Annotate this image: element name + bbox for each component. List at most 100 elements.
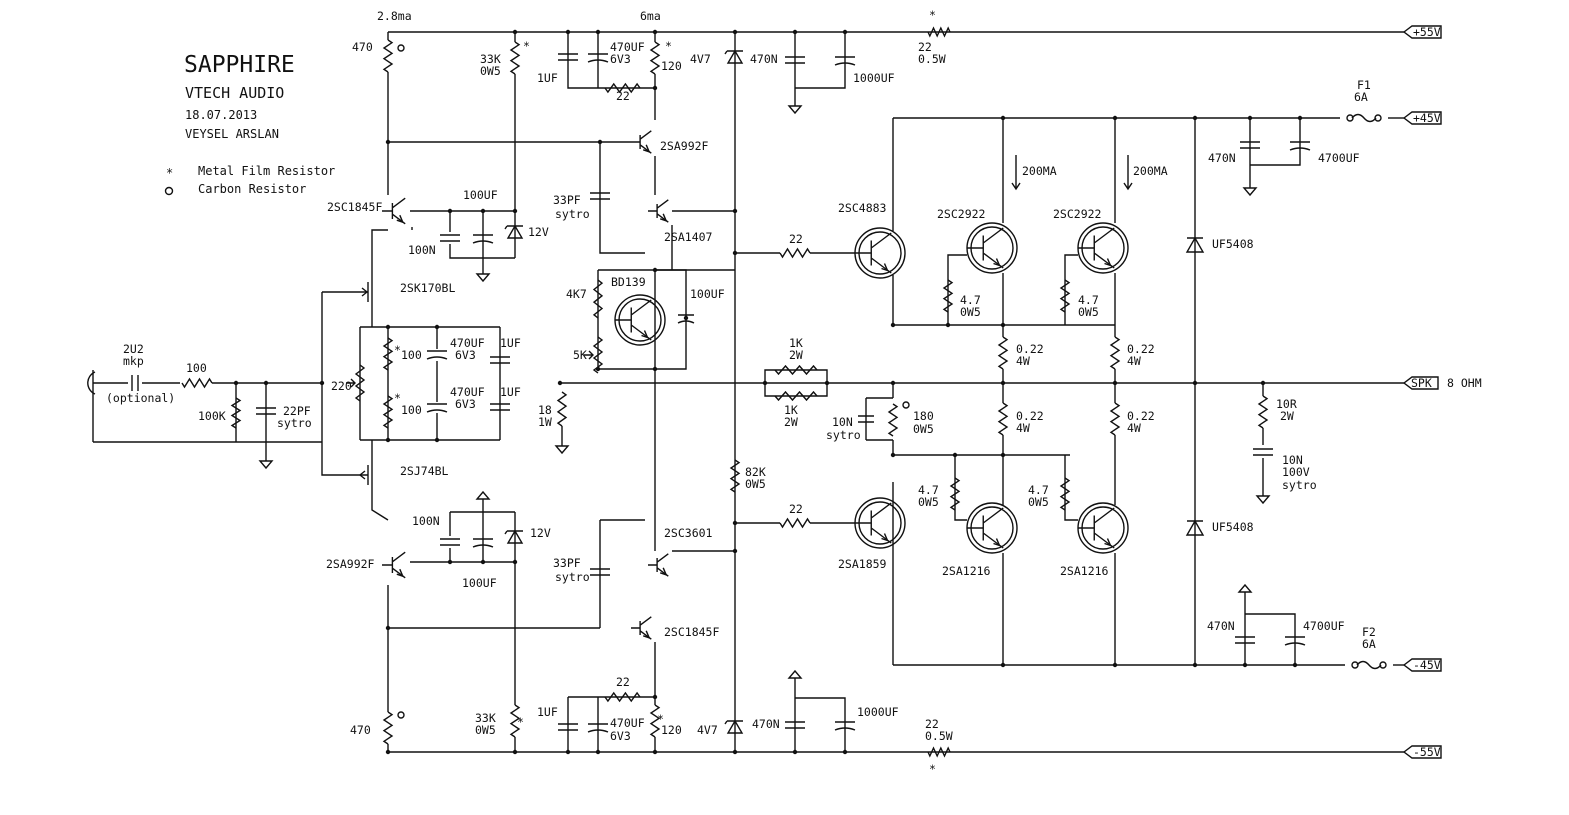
transistor-label: 2SC1845F bbox=[327, 200, 382, 214]
diode-label: UF5408 bbox=[1212, 520, 1254, 534]
junction-dot bbox=[652, 85, 658, 91]
resistor bbox=[774, 364, 818, 376]
transistor-label: 2SA1407 bbox=[664, 230, 713, 244]
wire bbox=[947, 254, 1078, 521]
junction-dot bbox=[792, 749, 798, 755]
resistor-label: 0W5 bbox=[918, 495, 939, 509]
junction-dot bbox=[732, 250, 738, 256]
junction-dot bbox=[732, 520, 738, 526]
junction-dot bbox=[595, 29, 601, 35]
junction-dot bbox=[792, 29, 798, 35]
metal-film-mark: * bbox=[665, 39, 672, 53]
capacitor-label: 470N bbox=[750, 52, 778, 66]
capacitor-label: 1UF bbox=[537, 71, 558, 85]
ground-symbol bbox=[1237, 583, 1253, 598]
resistor-label: 4W bbox=[1016, 354, 1030, 368]
electrolytic-capacitor bbox=[472, 234, 494, 244]
transistor-label: 2SK170BL bbox=[400, 281, 455, 295]
wire bbox=[387, 32, 600, 230]
ground-symbol bbox=[787, 669, 803, 684]
wire bbox=[449, 211, 516, 268]
electrolytic-capacitor bbox=[1284, 636, 1306, 646]
junction-dot bbox=[512, 559, 518, 565]
resistor bbox=[949, 477, 961, 511]
resistor-label: 0W5 bbox=[475, 723, 496, 737]
resistor bbox=[382, 337, 394, 371]
junction-dot bbox=[385, 324, 391, 330]
wire bbox=[1249, 118, 1301, 182]
resistor bbox=[997, 336, 1009, 370]
resistor-label: 0W5 bbox=[960, 305, 981, 319]
fuse bbox=[1351, 113, 1377, 123]
electrolytic-capacitor bbox=[426, 350, 448, 360]
diode bbox=[1185, 519, 1205, 536]
junction-dot bbox=[1000, 322, 1006, 328]
resistor-label: 120 bbox=[661, 723, 682, 737]
schematic-date: 18.07.2013 bbox=[185, 108, 257, 122]
transistor-leads bbox=[648, 199, 669, 223]
zener-label: 4V7 bbox=[697, 723, 718, 737]
capacitor-label: 4700UF bbox=[1318, 151, 1360, 165]
resistor-label: 22 bbox=[616, 89, 630, 103]
junction-dot bbox=[565, 29, 571, 35]
capacitor-label: 470UF bbox=[450, 336, 485, 350]
fuse-label: F1 bbox=[1357, 78, 1371, 92]
jfet-arrow bbox=[361, 287, 369, 297]
junction-dot bbox=[683, 315, 689, 321]
metal-film-mark: * bbox=[394, 391, 401, 405]
transistor-leads bbox=[648, 553, 669, 577]
capacitor-label: 4700UF bbox=[1303, 619, 1345, 633]
junction-dot bbox=[945, 322, 951, 328]
junction-dot bbox=[480, 208, 486, 214]
resistor bbox=[729, 459, 741, 493]
transistor-leads bbox=[967, 227, 1004, 269]
svg-text:-55V: -55V bbox=[1413, 745, 1441, 759]
capacitor-label: 33PF bbox=[553, 193, 581, 207]
resistor-label: 1W bbox=[538, 415, 552, 429]
resistor-label: 0W5 bbox=[745, 477, 766, 491]
junction-dot bbox=[263, 380, 269, 386]
fuse-label: F2 bbox=[1362, 625, 1376, 639]
junction-dot bbox=[1000, 662, 1006, 668]
zener-diode bbox=[724, 49, 744, 64]
capacitor bbox=[490, 356, 510, 364]
junction-dot bbox=[842, 29, 848, 35]
junction-dot bbox=[1112, 662, 1118, 668]
resistor bbox=[382, 39, 394, 73]
transistor-leads bbox=[615, 299, 652, 341]
transistor-leads bbox=[855, 502, 892, 544]
capacitor-label: 100N bbox=[408, 243, 436, 257]
resistor-label: 470 bbox=[350, 723, 371, 737]
junction-dot bbox=[1000, 115, 1006, 121]
resistor-label: 4.7 bbox=[1028, 483, 1049, 497]
zener-label: 12V bbox=[528, 225, 549, 239]
transistor-arrow bbox=[642, 630, 651, 639]
capacitor-label: 100N bbox=[412, 514, 440, 528]
capacitor-label: 470UF bbox=[450, 385, 485, 399]
carbon-mark bbox=[902, 401, 910, 409]
transistor-leads bbox=[382, 551, 406, 579]
wire bbox=[735, 252, 855, 524]
ground-symbol bbox=[258, 455, 274, 470]
legend-metal-symbol: * bbox=[166, 166, 173, 180]
junction-dot bbox=[1260, 380, 1266, 386]
transistor-arrow bbox=[641, 330, 649, 339]
rail-flag-m55: -55V bbox=[1402, 745, 1442, 759]
resistor bbox=[779, 247, 811, 259]
junction-dot bbox=[1112, 115, 1118, 121]
wire bbox=[892, 118, 1115, 665]
ground-symbol bbox=[1242, 182, 1258, 197]
capacitor bbox=[440, 538, 460, 546]
resistor-label: 4W bbox=[1127, 421, 1141, 435]
junction-dot bbox=[732, 29, 738, 35]
resistor-label: 0.22 bbox=[1127, 409, 1155, 423]
wire bbox=[387, 561, 600, 752]
transistor-arrow bbox=[1104, 538, 1112, 547]
jfet-symbol bbox=[360, 463, 373, 487]
resistor bbox=[774, 390, 818, 402]
junction-dot bbox=[1000, 380, 1006, 386]
metal-film-mark: * bbox=[517, 715, 524, 729]
metal-film-mark: * bbox=[523, 39, 530, 53]
zener-diode bbox=[724, 719, 744, 734]
capacitor bbox=[785, 56, 805, 64]
